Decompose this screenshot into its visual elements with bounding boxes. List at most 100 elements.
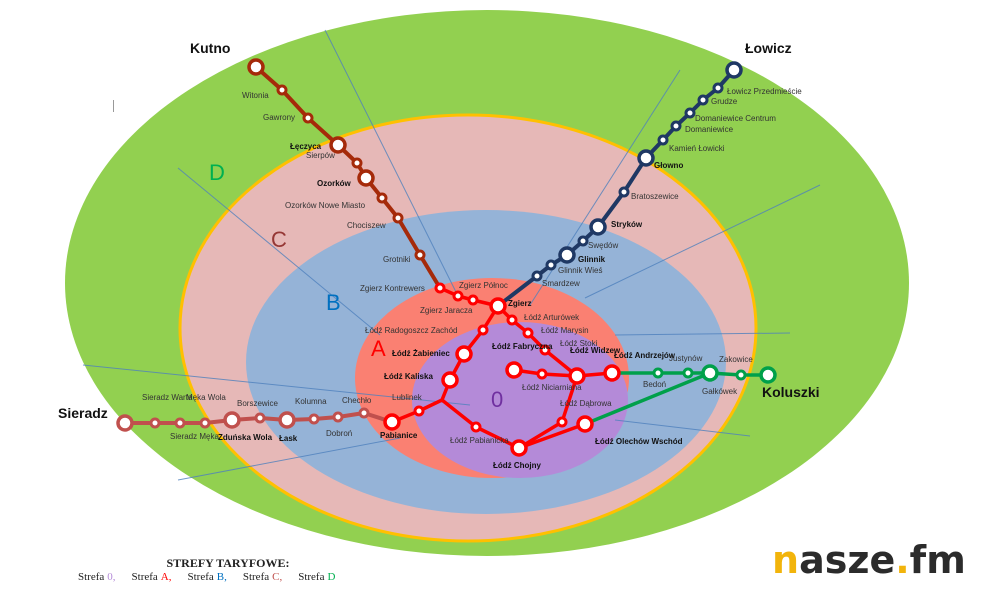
- station-label: Zakowice: [719, 355, 753, 364]
- legend-zone-code: A,: [160, 571, 172, 583]
- legend-title: STREFY TARYFOWE:: [166, 556, 290, 570]
- station-label: Stryków: [611, 220, 643, 229]
- station-label: Łask: [279, 434, 298, 443]
- station-label: Sieradz Warta: [142, 393, 193, 402]
- station-marker: [670, 120, 682, 132]
- terminal-koluszki: Koluszki: [762, 384, 820, 400]
- station-label: Sieradz Męka: [170, 432, 219, 441]
- station-label: Zgierz Północ: [459, 281, 508, 290]
- station-marker: [682, 367, 694, 379]
- zone-label-0: 0: [491, 387, 503, 412]
- station-marker: [247, 58, 265, 76]
- station-marker: [589, 218, 607, 236]
- station-marker: [383, 413, 401, 431]
- terminal-lowicz: Łowicz: [745, 40, 792, 56]
- station-marker: [556, 416, 568, 428]
- legend-zone-code: B,: [216, 571, 227, 583]
- station-label: Łowicz Przedmieście: [727, 87, 802, 96]
- station-marker: [199, 417, 211, 429]
- station-marker: [329, 136, 347, 154]
- station-label: Łęczyca: [290, 142, 322, 151]
- station-label: Sierpów: [306, 151, 335, 160]
- logo-fm: fm: [909, 538, 966, 582]
- station-label: Gałkówek: [702, 387, 738, 396]
- station-marker: [657, 134, 669, 146]
- station-label: Glinnik Wieś: [558, 266, 602, 275]
- station-label: Bedoń: [643, 380, 666, 389]
- station-marker: [618, 186, 630, 198]
- station-marker: [441, 371, 459, 389]
- station-label: Ozorków: [317, 179, 352, 188]
- station-label: Kamień Łowicki: [669, 144, 725, 153]
- line-koluszki-branch: [583, 371, 712, 426]
- station-marker: [637, 149, 655, 167]
- station-label: Łódź Andrzejów: [614, 351, 676, 360]
- station-label: Zgierz: [508, 299, 532, 308]
- stations: [116, 58, 777, 457]
- station-marker: [712, 82, 724, 94]
- station-label: Łódź Kaliska: [384, 372, 433, 381]
- station-label: Chociszew: [347, 221, 386, 230]
- station-marker: [254, 412, 266, 424]
- station-marker: [149, 417, 161, 429]
- legend-prefix: Strefa: [187, 571, 214, 583]
- legend-prefix: Strefa: [78, 571, 105, 583]
- station-marker: [414, 249, 426, 261]
- station-label: Głowno: [654, 161, 683, 170]
- station-label: Łódź Marysin: [541, 326, 589, 335]
- station-label: Grudze: [711, 97, 738, 106]
- station-marker: [539, 344, 551, 356]
- station-label: Łódź Żabieniec: [392, 349, 450, 358]
- logo-mid: asze: [799, 538, 896, 582]
- station-label: Męka Wola: [186, 393, 226, 402]
- station-label: Łódź Olechów Wschód: [595, 437, 683, 446]
- station-label: Justynów: [669, 354, 703, 363]
- station-label: Łódź Niciarniana: [522, 383, 582, 392]
- station-label: Zgierz Kontrewers: [360, 284, 425, 293]
- station-marker: [505, 361, 523, 379]
- station-marker: [536, 368, 548, 380]
- station-marker: [116, 414, 134, 432]
- station-marker: [477, 324, 489, 336]
- legend-zone-code: 0,: [107, 571, 116, 583]
- station-marker: [652, 367, 664, 379]
- station-label: Łódź Dąbrowa: [560, 399, 612, 408]
- station-marker: [376, 192, 388, 204]
- zone-label-c: C: [271, 227, 287, 252]
- station-label: Ozorków Nowe Miasto: [285, 201, 366, 210]
- station-marker: [413, 405, 425, 417]
- station-label: Zduńska Wola: [218, 433, 273, 442]
- station-marker: [489, 297, 507, 315]
- legend-prefix: Strefa: [131, 571, 158, 583]
- terminal-sieradz: Sieradz: [58, 405, 108, 421]
- station-marker: [434, 282, 446, 294]
- station-label: Domaniewice Centrum: [695, 114, 776, 123]
- station-label: Zgierz Jaracza: [420, 306, 473, 315]
- station-marker: [302, 112, 314, 124]
- station-label: Gawrony: [263, 113, 295, 122]
- legend-prefix: Strefa: [298, 571, 325, 583]
- station-marker: [577, 235, 589, 247]
- station-marker: [725, 61, 743, 79]
- station-label: Łódź Fabryczna: [492, 342, 553, 351]
- station-marker: [223, 411, 241, 429]
- station-marker: [351, 157, 363, 169]
- station-label: Witonia: [242, 91, 269, 100]
- station-label: Łódź Widzew: [570, 346, 621, 355]
- station-label: Łódź Radogoszcz Zachód: [365, 326, 458, 335]
- station-marker: [357, 169, 375, 187]
- station-label: Domaniewice: [685, 125, 734, 134]
- station-marker: [308, 413, 320, 425]
- station-marker: [452, 290, 464, 302]
- station-label: Smardzew: [542, 279, 580, 288]
- legend-zone-code: C,: [272, 571, 283, 583]
- station-marker: [701, 364, 719, 382]
- station-marker: [278, 411, 296, 429]
